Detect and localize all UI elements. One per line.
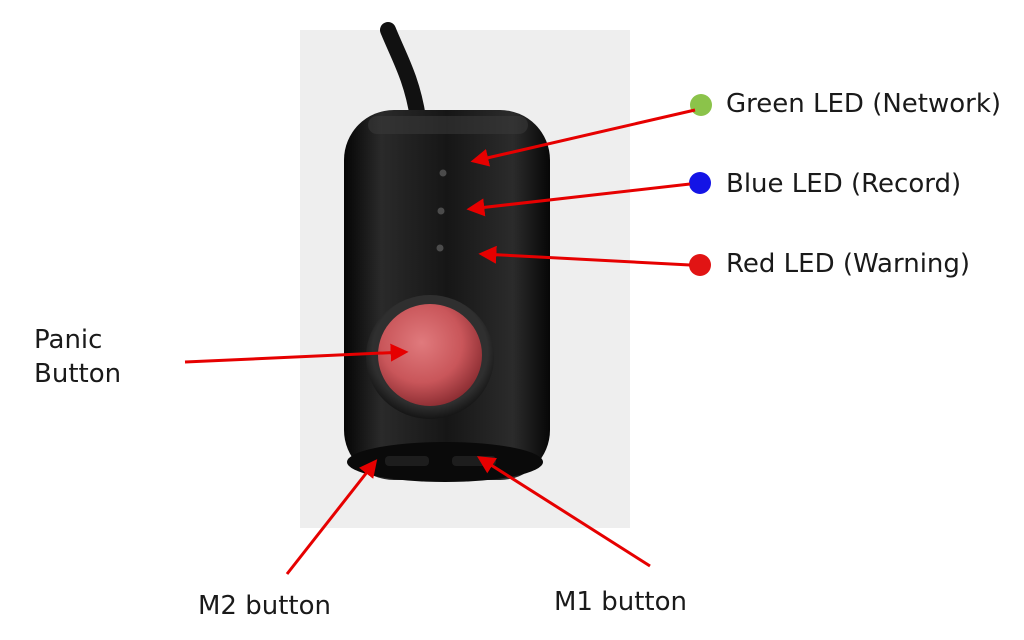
device-top-highlight xyxy=(368,116,528,134)
cable xyxy=(380,22,426,126)
panic-button-label: Panic Button xyxy=(34,323,121,391)
device-bottom-edge xyxy=(347,442,543,482)
panic-label-line2: Button xyxy=(34,359,122,389)
m1-button-arrow xyxy=(476,456,651,568)
green-led-dot xyxy=(690,94,712,116)
panic-label-line1: Panic xyxy=(34,325,103,355)
green-led-arrow xyxy=(470,108,696,167)
device-body xyxy=(344,110,550,480)
blue-led-label: Blue LED (Record) xyxy=(726,169,962,199)
led-hole-blue xyxy=(437,207,445,215)
red-led-label: Red LED (Warning) xyxy=(726,249,971,279)
led-hole-green xyxy=(439,169,447,177)
blue-led-arrow xyxy=(466,182,691,217)
m2-button-label: M2 button xyxy=(198,591,331,621)
m2-button-arrow xyxy=(285,459,378,575)
led-hole-red xyxy=(436,244,444,252)
m1-button-label: M1 button xyxy=(554,587,687,617)
blue-led-dot xyxy=(689,172,711,194)
red-led-dot xyxy=(689,254,711,276)
m2-button-slot[interactable] xyxy=(385,456,429,466)
panic-button[interactable] xyxy=(378,304,482,406)
green-led-label: Green LED (Network) xyxy=(726,89,1002,119)
red-led-arrow xyxy=(478,245,691,267)
panic-button-arrow xyxy=(184,343,409,364)
